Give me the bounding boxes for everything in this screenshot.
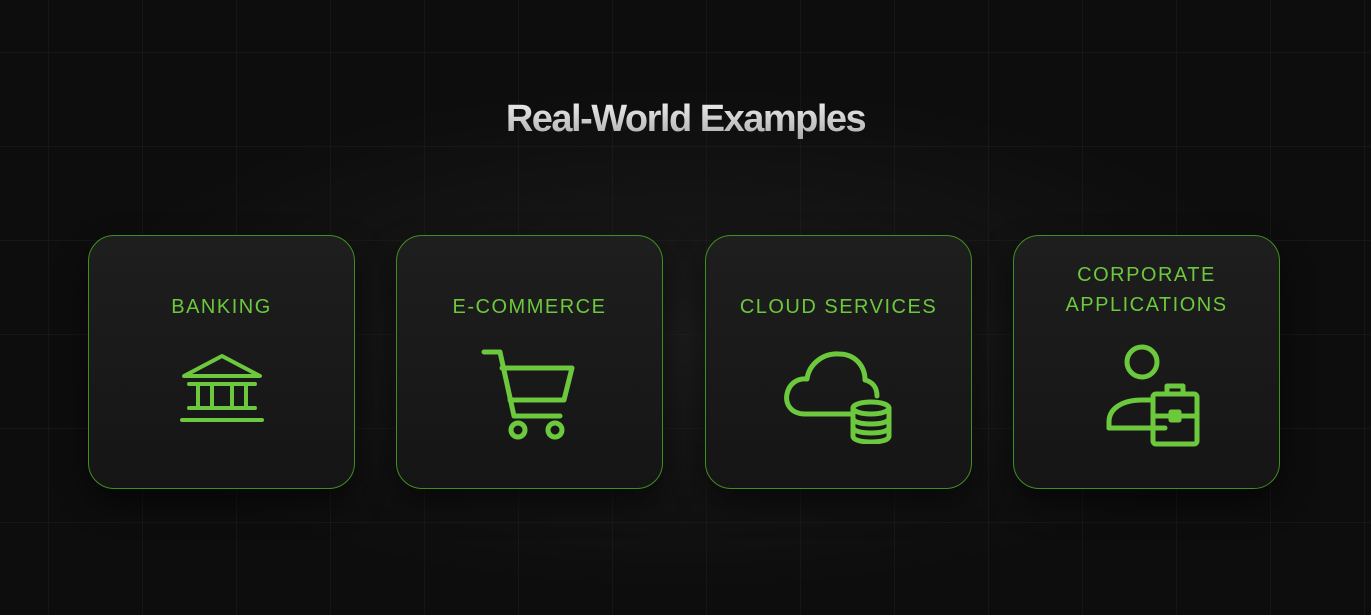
cloud-database-icon <box>706 344 971 444</box>
card-e-commerce: E-COMMERCE <box>396 235 663 489</box>
card-label-e-commerce: E-COMMERCE <box>452 296 607 318</box>
card-banking: BANKING <box>88 235 355 489</box>
card-corporate-applications: CORPORATE APPLICATIONS <box>1013 235 1280 489</box>
user-briefcase-icon <box>1014 342 1279 452</box>
page-title: Real-World Examples <box>0 98 1371 141</box>
card-cloud-services: CLOUD SERVICES <box>705 235 972 489</box>
card-label-banking: BANKING <box>171 296 272 318</box>
card-label-corporate-applications: CORPORATE APPLICATIONS <box>1065 264 1228 316</box>
shopping-cart-icon <box>397 344 662 440</box>
card-label-cloud-services: CLOUD SERVICES <box>739 296 938 318</box>
bank-icon <box>89 344 354 424</box>
